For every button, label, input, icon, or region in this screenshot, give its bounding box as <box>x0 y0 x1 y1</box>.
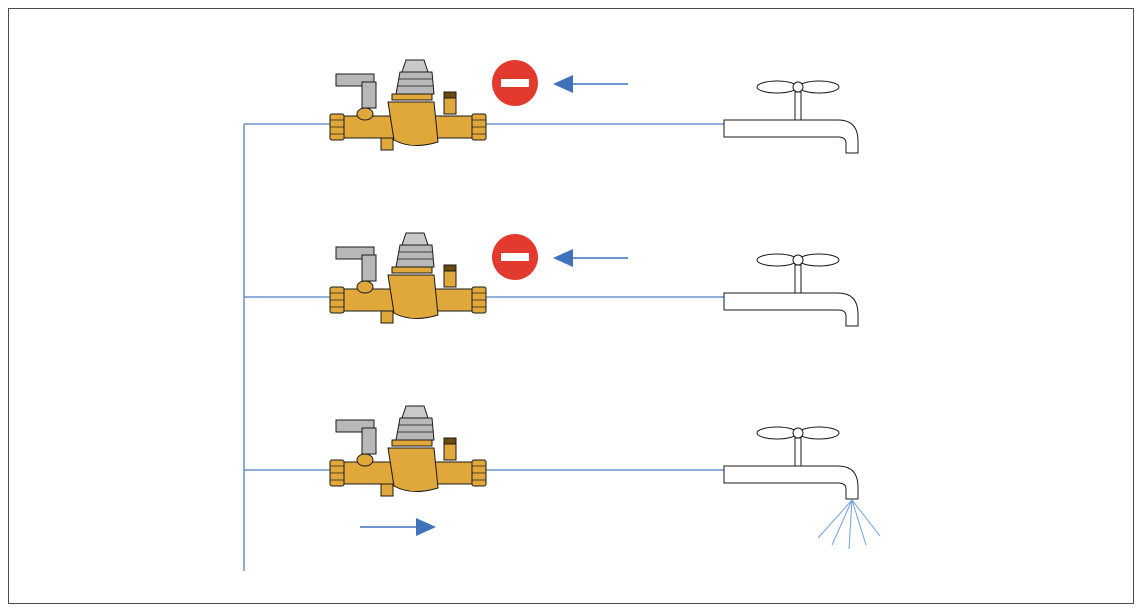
no-entry-icon <box>492 234 538 280</box>
row-1 <box>244 59 859 154</box>
pressure-reducing-valve <box>329 59 487 151</box>
row-2 <box>244 232 859 327</box>
tap-open-icon <box>723 426 859 500</box>
pressure-reducing-valve <box>329 232 487 324</box>
pressure-reducing-valve <box>329 405 487 497</box>
diagram-frame <box>8 8 1134 604</box>
arrow-left-icon <box>553 75 628 93</box>
no-entry-icon <box>492 60 538 106</box>
tap-closed-icon <box>723 80 859 154</box>
arrow-left-icon <box>553 249 628 267</box>
arrow-right-icon <box>360 518 436 536</box>
water-spray-icon <box>817 499 881 550</box>
tap-closed-icon <box>723 253 859 327</box>
row-3 <box>244 405 881 550</box>
